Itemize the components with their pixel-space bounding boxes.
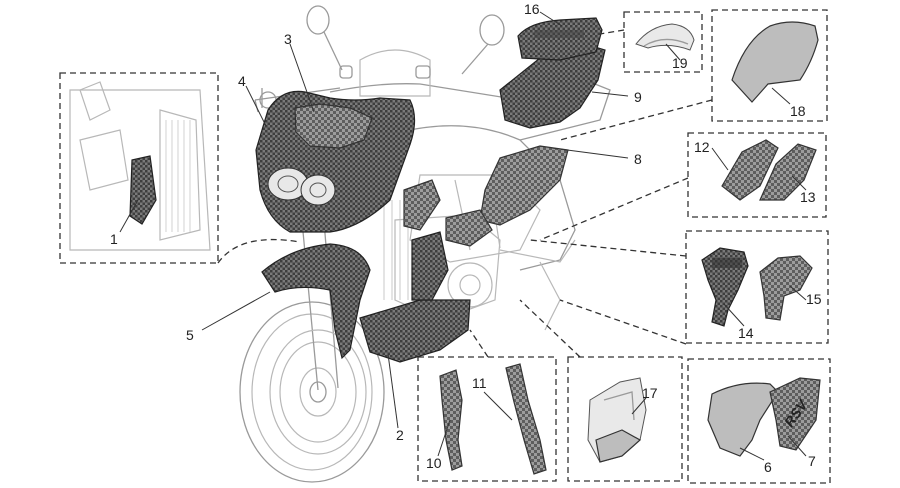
mounted-parts bbox=[129, 17, 606, 363]
label-part-1: 1 bbox=[110, 231, 118, 247]
part-2-belly-pan bbox=[359, 299, 471, 363]
box-parts-12-13 bbox=[687, 132, 827, 218]
part-10-fork-guard bbox=[439, 369, 463, 471]
label-part-3: 3 bbox=[284, 31, 292, 47]
part-12-tank-pad bbox=[721, 139, 779, 201]
box-parts-14-15 bbox=[685, 230, 829, 344]
part-8-tank-side bbox=[479, 145, 569, 226]
label-part-11: 11 bbox=[472, 375, 487, 391]
label-part-8: 8 bbox=[634, 151, 642, 167]
label-part-13: 13 bbox=[800, 189, 816, 205]
box-parts-10-11 bbox=[417, 356, 557, 482]
part-1-radiator-guard bbox=[129, 155, 157, 225]
part-18-rider-seat bbox=[731, 21, 819, 103]
leader-lines bbox=[119, 11, 807, 461]
label-part-5: 5 bbox=[186, 327, 194, 343]
box-part-18 bbox=[711, 9, 828, 122]
part-3-inner-panel bbox=[294, 103, 373, 149]
part-15-side-intake bbox=[759, 255, 813, 321]
part-6-side-panel bbox=[707, 382, 779, 457]
label-part-14: 14 bbox=[738, 325, 754, 341]
label-part-19: 19 bbox=[672, 55, 688, 71]
label-part-18: 18 bbox=[790, 103, 806, 119]
part-19-pillion-pad bbox=[635, 23, 695, 51]
part-5-front-mudguard bbox=[261, 243, 371, 360]
label-part-16: 16 bbox=[524, 1, 540, 17]
label-part-7: 7 bbox=[808, 453, 816, 469]
part-7-decal-panel bbox=[769, 377, 821, 451]
part-labels: 1 2 3 4 5 6 7 8 9 10 11 12 13 14 15 16 1… bbox=[110, 1, 822, 475]
label-part-9: 9 bbox=[634, 89, 642, 105]
group-connectors bbox=[217, 29, 713, 358]
boxed-parts: RSV bbox=[69, 21, 821, 475]
part-11-fork-guard bbox=[505, 363, 547, 475]
label-part-15: 15 bbox=[806, 291, 822, 307]
box-part-1 bbox=[59, 72, 219, 264]
box-part-17 bbox=[567, 356, 683, 482]
label-part-10: 10 bbox=[426, 455, 442, 471]
label-part-6: 6 bbox=[764, 459, 772, 475]
label-part-17: 17 bbox=[642, 385, 658, 401]
group-boxes bbox=[59, 9, 831, 484]
box-parts-6-7 bbox=[687, 358, 831, 484]
label-part-4: 4 bbox=[238, 73, 246, 89]
part-13-tank-pad bbox=[759, 143, 817, 201]
label-part-12: 12 bbox=[694, 139, 710, 155]
box-part-19 bbox=[623, 11, 703, 73]
label-part-2: 2 bbox=[396, 427, 404, 443]
